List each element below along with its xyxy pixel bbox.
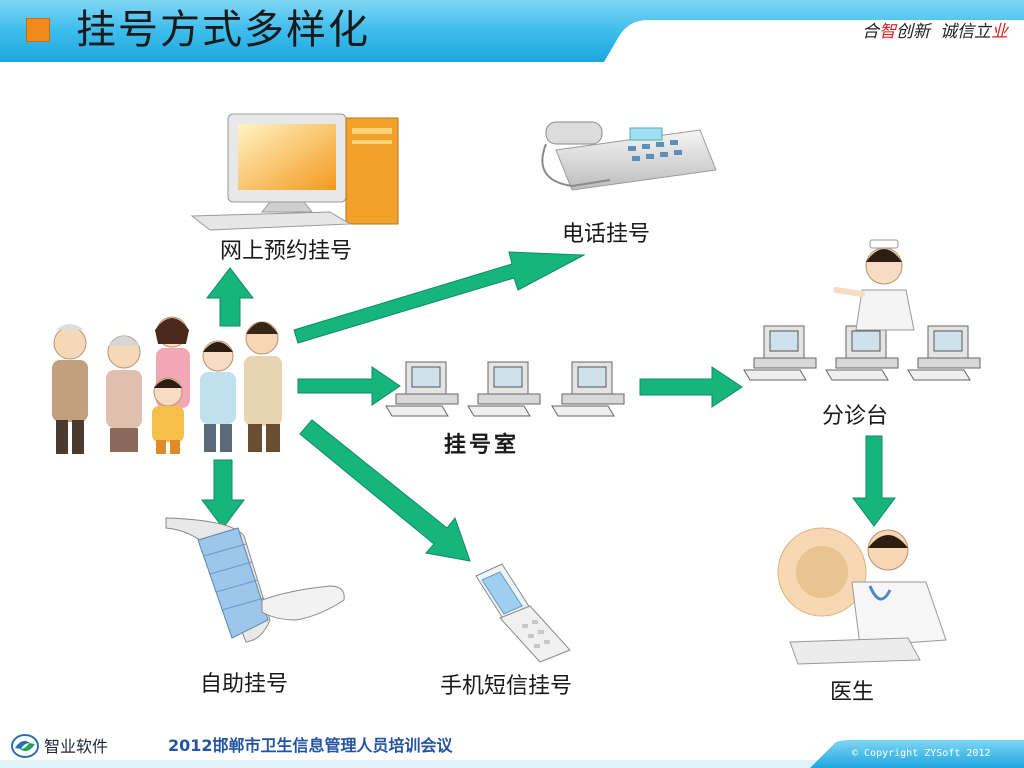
slogan-text: 业 — [991, 22, 1008, 42]
slogan-text: 智 — [879, 22, 896, 42]
header-background — [0, 0, 1024, 62]
title-bullet-icon — [26, 18, 50, 42]
conference-title: 2012邯郸市卫生信息管理人员培训会议 — [168, 736, 453, 755]
label-registration-office: 挂号室 — [444, 433, 520, 458]
slogan-text: 创新 — [896, 22, 930, 42]
label-phone-registration: 电话挂号 — [562, 222, 651, 247]
label-doctor: 医生 — [830, 680, 875, 705]
triage-terminals-icon — [743, 325, 981, 381]
label-self-service-registration: 自助挂号 — [200, 672, 289, 697]
footer-bar: 智业软件 2012邯郸市卫生信息管理人员培训会议 © Copyright ZYS… — [0, 728, 1024, 768]
doctor-icon — [777, 527, 947, 665]
nurse-icon — [833, 239, 915, 331]
arrow-to-office — [297, 366, 401, 406]
slogan-text: 合 — [862, 22, 879, 42]
header-bar: 挂号方式多样化 合智创新诚信立业 — [0, 0, 1024, 62]
flow-arrows — [201, 251, 896, 562]
label-online-registration: 网上预约挂号 — [220, 239, 353, 264]
arrow-to-triage — [639, 366, 743, 408]
footer-background — [0, 740, 1024, 768]
arrow-to-sms — [299, 419, 471, 562]
touchscreen-kiosk-icon — [165, 517, 345, 643]
arrow-to-online — [205, 267, 255, 327]
arrow-to-self-service — [201, 459, 245, 529]
label-sms-registration: 手机短信挂号 — [440, 674, 573, 699]
flip-phone-icon — [475, 563, 571, 663]
arrow-to-doctor — [852, 435, 896, 527]
company-slogan: 合智创新诚信立业 — [862, 21, 1008, 43]
label-triage-desk: 分诊台 — [822, 404, 889, 429]
page-title: 挂号方式多样化 — [76, 7, 370, 53]
company-logo-icon — [11, 734, 39, 758]
telephone-icon — [541, 121, 717, 191]
computer-terminals-icon — [385, 361, 625, 417]
copyright-text: © Copyright ZYSoft 2012 — [852, 748, 991, 759]
desktop-computer-icon — [190, 113, 399, 231]
company-name: 智业软件 — [44, 737, 109, 756]
patients-group-icon — [52, 316, 282, 454]
slogan-text: 诚信立 — [940, 22, 991, 42]
arrow-to-phone — [293, 251, 586, 344]
